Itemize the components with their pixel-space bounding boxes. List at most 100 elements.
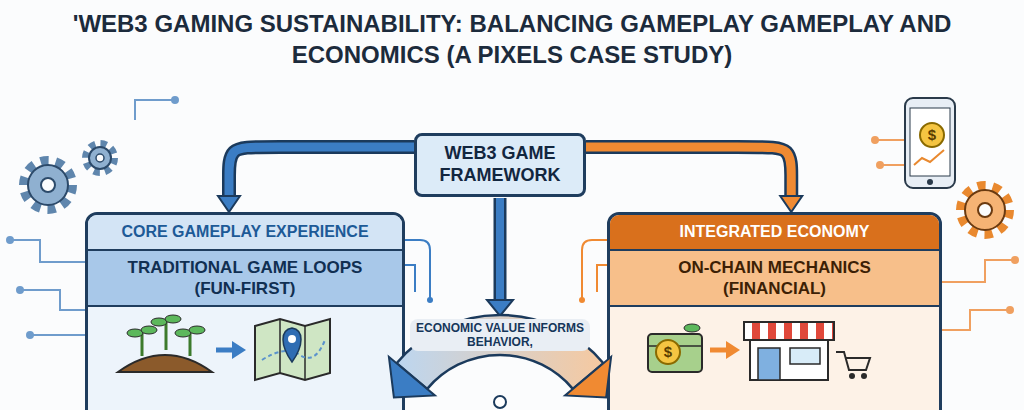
node-subheading: TRADITIONAL GAME LOOPS (FUN-FIRST) [88, 251, 402, 307]
link-wires [405, 240, 607, 303]
gameplay-panel: CORE GAMEPLAY EXPERIENCETRADITIONAL GAME… [85, 212, 405, 410]
gear-icon [89, 147, 111, 169]
node-subheading: ON-CHAIN MECHANICS (FINANCIAL) [610, 251, 939, 307]
cycle-arc [389, 315, 611, 408]
seedling-icon [127, 329, 143, 337]
currency-symbol: $ [920, 126, 944, 144]
phone-icon [905, 98, 955, 188]
map-icon [262, 340, 325, 360]
down-arrow [487, 198, 513, 316]
gear-icon [961, 186, 1009, 234]
circuit-lines [942, 260, 1015, 282]
coin-crate-icon [656, 340, 680, 364]
circuit-lines [1007, 307, 1013, 313]
node-heading: CORE GAMEPLAY EXPERIENCE [88, 215, 402, 251]
seedling-icon [141, 326, 157, 334]
phone-icon [910, 108, 950, 176]
link-wires [579, 297, 585, 303]
node-heading: INTEGRATED ECONOMY [610, 215, 939, 251]
circuit-lines [880, 164, 905, 166]
down-arrow [494, 198, 507, 302]
map-icon [288, 335, 296, 343]
seedling-icon [118, 315, 212, 372]
cycle-arc [565, 357, 611, 398]
flow-arrow [232, 341, 246, 359]
arrow-outline [586, 147, 791, 196]
circuit-lines [1012, 257, 1018, 263]
flow-arrow [726, 341, 740, 359]
phone-icon [905, 98, 955, 188]
circuit-lines [942, 310, 1010, 330]
map-icon [280, 319, 305, 380]
flow-arrow [710, 341, 740, 359]
shop-icon [744, 322, 834, 340]
economy-panel: INTEGRATED ECONOMYON-CHAIN MECHANICS (FI… [607, 212, 942, 410]
flow-arrow [216, 348, 234, 353]
coin-crate-icon [648, 324, 702, 372]
gear-icon [961, 186, 1009, 234]
link-wires [597, 265, 607, 292]
arrow-shaft [586, 147, 791, 196]
flow-arrow [216, 341, 246, 359]
shop-icon [758, 348, 780, 380]
gear-icon [965, 190, 1005, 230]
currency-symbol: $ [656, 343, 680, 361]
gear-icon [28, 165, 68, 205]
shop-icon [744, 322, 870, 380]
gear-icon [96, 154, 104, 162]
framework-box: WEB3 GAME FRAMEWORK [414, 133, 586, 197]
gear-icon [978, 203, 992, 217]
shop-icon [836, 352, 870, 370]
circuit-lines [872, 137, 878, 143]
link-wires [405, 265, 415, 292]
circuit-lines [17, 287, 23, 293]
seedling-icon [142, 322, 190, 356]
phone-icon [920, 123, 944, 147]
shop-icon [750, 338, 828, 380]
node-heading: WEB3 GAME FRAMEWORK [425, 142, 575, 186]
seedling-icon [165, 315, 181, 323]
flow-arrow [586, 147, 791, 196]
shop-icon [790, 348, 820, 364]
circuit-lines [30, 334, 85, 336]
phone-icon [927, 179, 933, 185]
circuit-lines [135, 100, 175, 120]
shop-icon [849, 373, 855, 379]
flow-arrow [710, 348, 728, 353]
arrow-outline [229, 147, 414, 196]
shop-icon [861, 373, 867, 379]
seedling-icon [175, 329, 191, 337]
arrow-shaft [229, 147, 414, 196]
coin-crate-icon [648, 345, 702, 347]
map-icon [255, 319, 330, 380]
coin-crate-icon [648, 334, 702, 372]
cycle-arc [389, 357, 435, 398]
circuit-lines [172, 97, 178, 103]
link-wires [427, 297, 433, 303]
map-icon [255, 319, 330, 380]
link-wires [582, 240, 607, 300]
map-icon [283, 328, 301, 362]
circuit-lines [877, 162, 883, 168]
seedling-icon [189, 326, 205, 334]
link-wires [405, 240, 430, 300]
seedling-icon [151, 318, 167, 326]
flow-arrow [229, 147, 414, 196]
circuit-lines [7, 237, 13, 243]
diagram-title: 'WEB3 GAMING SUSTAINABILITY: BALANCING G… [72, 8, 952, 70]
coin-crate-icon [684, 324, 700, 332]
cycle-arc [397, 315, 604, 389]
cycle-arc [494, 396, 506, 408]
gear-icon [24, 161, 72, 209]
circuit-lines [27, 332, 33, 338]
down-arrow [496, 198, 504, 302]
phone-icon [914, 150, 944, 165]
seedling-icon [118, 355, 212, 372]
circuit-lines [10, 240, 85, 262]
connector-layer [229, 147, 791, 196]
cycle-label: ECONOMIC VALUE INFORMS BEHAVIOR, [410, 319, 590, 351]
circuit-lines [20, 290, 85, 310]
circuit-lines [875, 139, 905, 141]
gear-icon [24, 144, 114, 209]
down-arrow [487, 300, 513, 316]
